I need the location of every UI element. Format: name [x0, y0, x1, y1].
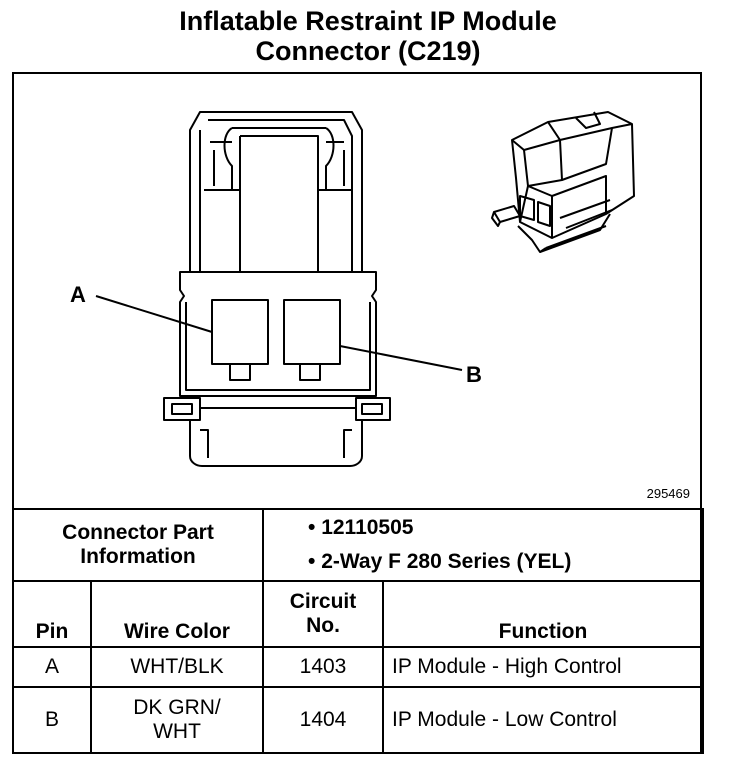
callout-label-b: B — [466, 362, 482, 387]
cavity-a — [211, 299, 269, 365]
column-header-function: Function — [382, 580, 704, 648]
connector-part-info-values: • 12110505 • 2-Way F 280 Series (YEL) — [262, 508, 704, 582]
function-cell: IP Module - Low Control — [382, 686, 704, 754]
pin-cell: B — [12, 686, 92, 754]
table-row: A WHT/BLK 1403 IP Module - High Control — [12, 646, 704, 688]
cavity-b — [283, 299, 341, 365]
pin-cell: A — [12, 646, 92, 688]
circuit-cell: 1404 — [262, 686, 384, 754]
connector-part-info-row: Connector Part Information • 12110505 • … — [12, 508, 704, 582]
title-line-2: Connector (C219) — [255, 36, 481, 66]
table-row: B DK GRN/ WHT 1404 IP Module - Low Contr… — [12, 686, 704, 754]
diagram-title: Inflatable Restraint IP Module Connector… — [0, 6, 736, 66]
callout-label-a: A — [70, 282, 86, 307]
column-header-circuit: Circuit No. — [262, 580, 384, 648]
connector-series: • 2-Way F 280 Series (YEL) — [308, 550, 572, 573]
image-id: 295469 — [647, 486, 690, 501]
connector-part-number: • 12110505 — [308, 516, 414, 539]
connector-isometric-view — [491, 111, 635, 253]
connector-part-info-header: Connector Part Information — [12, 508, 264, 582]
column-header-wire-color: Wire Color — [90, 580, 264, 648]
wire-color-cell: WHT/BLK — [90, 646, 264, 688]
leader-line-a — [95, 295, 213, 333]
function-cell: IP Module - High Control — [382, 646, 704, 688]
circuit-cell: 1403 — [262, 646, 384, 688]
leader-line-b — [339, 345, 463, 371]
connector-part-info-line-1: Connector Part — [62, 521, 214, 544]
connector-face-view — [163, 111, 391, 467]
connector-pinout-table: Connector Part Information • 12110505 • … — [12, 508, 704, 754]
diagram-frame — [12, 72, 702, 754]
connector-part-info-line-2: Information — [80, 545, 196, 568]
wire-color-cell: DK GRN/ WHT — [90, 686, 264, 754]
table-header-row: Pin Wire Color Circuit No. Function — [12, 580, 704, 648]
column-header-pin: Pin — [12, 580, 92, 648]
title-line-1: Inflatable Restraint IP Module — [179, 6, 557, 36]
